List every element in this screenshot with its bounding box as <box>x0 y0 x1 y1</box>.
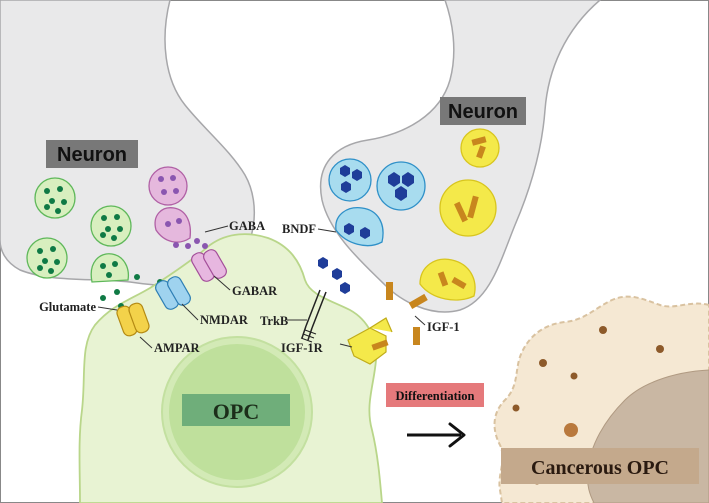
gaba-label: GABA <box>229 219 265 233</box>
igf-vesicle <box>460 128 500 168</box>
nmdar-receptor <box>155 276 191 310</box>
gabar-receptor <box>191 249 227 282</box>
opc-cell: OPC <box>78 233 383 503</box>
neuron-right: Neuron <box>319 0 602 313</box>
gaba-vesicle <box>148 166 188 206</box>
igf1r-receptor <box>347 317 393 365</box>
bndf-vesicle <box>376 161 426 211</box>
nmdar-label: NMDAR <box>200 313 249 327</box>
cancer-granule <box>570 372 578 380</box>
glutamate-vesicle <box>26 237 68 279</box>
differentiation-label: Differentiation <box>396 389 475 403</box>
cancer-granule <box>539 359 547 367</box>
cancer-granule <box>512 404 520 412</box>
gaba-vesicle-fusing <box>154 207 192 243</box>
igf1r-label: IGF-1R <box>281 341 324 355</box>
neuron-right-label-box <box>440 97 526 125</box>
igf-vesicle <box>439 179 497 237</box>
bndf-label: BNDF <box>282 222 316 236</box>
igf-vesicle-fusing <box>419 258 476 301</box>
glutamate-vesicle-fusing <box>90 253 130 283</box>
differentiation-box <box>386 383 484 407</box>
released-igf1 <box>386 282 428 345</box>
ampar-receptor <box>116 302 150 337</box>
neuron-right-label: Neuron <box>448 101 518 123</box>
cancerous-opc-label: Cancerous OPC <box>531 457 669 479</box>
trkb-label: TrkB <box>260 314 288 328</box>
cancer-granule <box>656 345 664 353</box>
released-gaba <box>173 238 208 249</box>
bndf-vesicle <box>328 158 372 202</box>
igf1-label: IGF-1 <box>427 320 460 334</box>
released-bndf <box>318 257 350 294</box>
cancer-granule <box>564 423 578 437</box>
glutamate-vesicle <box>34 177 76 219</box>
arrow-right-icon <box>407 422 466 448</box>
ampar-label: AMPAR <box>154 341 201 355</box>
cancer-granule <box>599 326 607 334</box>
neuron-left-label-box <box>46 140 138 168</box>
opc-label: OPC <box>213 399 259 424</box>
gabar-label: GABAR <box>232 284 278 298</box>
neuron-left-label: Neuron <box>57 144 127 166</box>
leader-lines <box>97 225 426 349</box>
cancerous-opc-label-box <box>501 448 699 484</box>
glutamate-label: Glutamate <box>39 300 96 314</box>
neuron-left: Neuron <box>0 0 256 287</box>
opc-label-box <box>182 394 290 426</box>
bndf-vesicle-fusing <box>335 207 384 247</box>
trkb-receptor <box>300 289 327 343</box>
cancerous-opc: Cancerous OPC <box>493 295 709 503</box>
glutamate-vesicle <box>90 205 132 247</box>
